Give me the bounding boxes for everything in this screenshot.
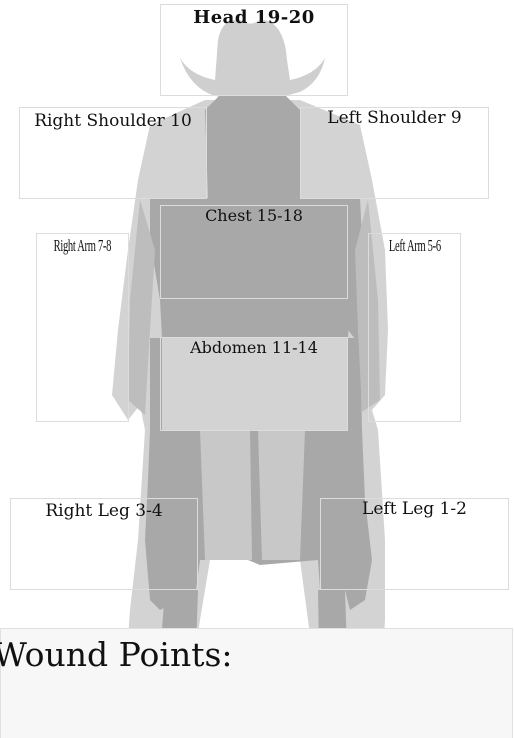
zone-head: Head 19-20	[160, 4, 348, 96]
wound-points-label: Wound Points:	[0, 635, 233, 674]
zone-right-leg-label: Right Leg 3-4	[11, 501, 197, 521]
zone-left-arm-label: Left Arm 5-6	[345, 236, 484, 256]
zone-right-arm: Right Arm 7-8	[36, 233, 129, 422]
zone-chest: Chest 15-18	[160, 205, 348, 299]
zone-right-leg: Right Leg 3-4	[10, 498, 198, 590]
zone-chest-label: Chest 15-18	[161, 206, 347, 225]
zone-left-arm: Left Arm 5-6	[368, 233, 461, 422]
zone-right-shoulder: Right Shoulder 10	[19, 107, 207, 199]
zone-abdomen: Abdomen 11-14	[160, 337, 348, 431]
zone-left-leg-label: Left Leg 1-2	[321, 499, 508, 519]
zone-left-shoulder: Left Shoulder 9	[300, 107, 489, 199]
zone-left-leg: Left Leg 1-2	[320, 498, 509, 590]
zone-left-shoulder-label: Left Shoulder 9	[301, 108, 488, 128]
zone-right-arm-label: Right Arm 7-8	[15, 236, 150, 256]
wound-points-box[interactable]: Wound Points:	[0, 628, 513, 738]
zone-head-label: Head 19-20	[161, 7, 347, 28]
zone-abdomen-label: Abdomen 11-14	[161, 338, 347, 357]
zone-right-shoulder-label: Right Shoulder 10	[20, 111, 206, 131]
